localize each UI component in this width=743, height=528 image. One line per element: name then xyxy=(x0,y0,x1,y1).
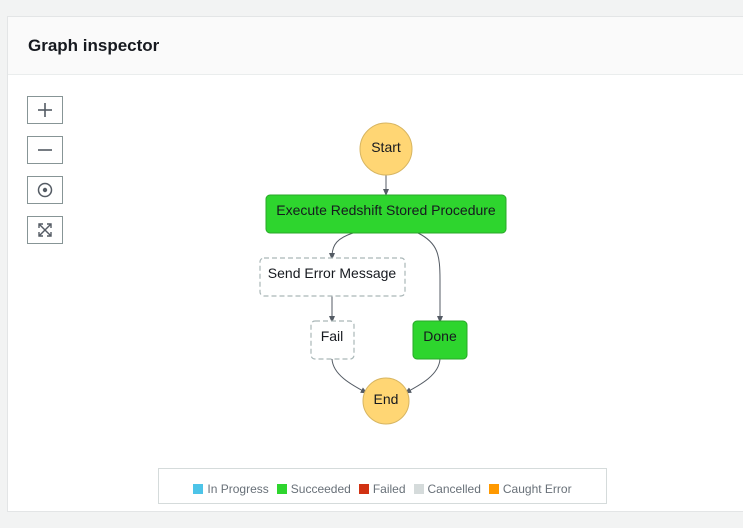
succeeded-swatch xyxy=(276,484,287,494)
send-error-node-label[interactable]: Send Error Message xyxy=(267,265,397,281)
execute-node xyxy=(265,194,507,234)
legend-succeeded: Succeeded xyxy=(276,482,351,496)
legend-in-progress: In Progress xyxy=(193,482,269,496)
bottom-strip xyxy=(7,512,743,528)
fit-button[interactable] xyxy=(27,216,63,244)
zoom-in-button[interactable] xyxy=(27,96,63,124)
edge-execute-done xyxy=(417,232,443,323)
status-legend: In Progress Succeeded Failed Cancelled C… xyxy=(158,468,607,504)
end-node-label: End xyxy=(373,391,399,407)
done-node-label[interactable]: Done xyxy=(423,328,457,344)
in-progress-swatch xyxy=(193,484,204,494)
fail-node-label[interactable]: Fail xyxy=(320,328,344,344)
center-button[interactable] xyxy=(27,176,63,204)
failed-swatch xyxy=(358,484,369,494)
legend-label: Succeeded xyxy=(290,482,351,496)
edge-done-end xyxy=(404,358,441,394)
cancelled-swatch xyxy=(413,484,424,494)
legend-label: Caught Error xyxy=(502,482,572,496)
fail-node xyxy=(310,320,355,360)
legend-failed: Failed xyxy=(358,482,406,496)
legend-cancelled: Cancelled xyxy=(413,482,481,496)
start-node xyxy=(359,122,413,176)
edge-execute-send-error xyxy=(329,232,354,260)
expand-icon xyxy=(38,223,52,237)
execute-node-label[interactable]: Execute Redshift Stored Procedure xyxy=(276,202,496,218)
end-node xyxy=(362,377,410,425)
minus-icon xyxy=(38,149,52,151)
graph-inspector-panel: Graph inspector xyxy=(7,16,743,512)
panel-header: Graph inspector xyxy=(8,17,743,75)
legend-label: In Progress xyxy=(207,482,269,496)
legend-label: Cancelled xyxy=(427,482,481,496)
done-node xyxy=(412,320,468,360)
start-node-label: Start xyxy=(371,139,401,155)
zoom-out-button[interactable] xyxy=(27,136,63,164)
target-icon xyxy=(37,182,53,198)
edge-fail-end xyxy=(331,358,368,394)
caught-error-swatch xyxy=(488,484,499,494)
plus-icon xyxy=(38,103,52,117)
legend-label: Failed xyxy=(372,482,406,496)
legend-caught-error: Caught Error xyxy=(488,482,572,496)
panel-title: Graph inspector xyxy=(28,36,160,55)
send-error-node xyxy=(259,257,406,297)
